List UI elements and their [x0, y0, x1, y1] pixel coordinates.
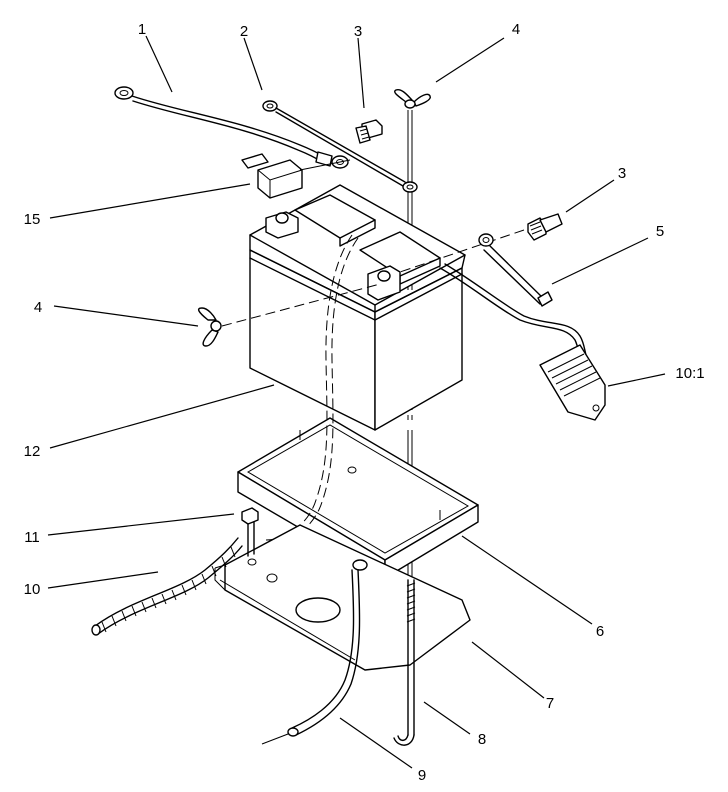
callout-9: 9	[418, 767, 426, 784]
callout-4-left: 4	[34, 299, 42, 316]
part-1-battery-cable	[114, 86, 349, 169]
callout-10-1: 10:1	[675, 365, 704, 382]
part-5-cable	[478, 233, 553, 307]
part-11-bolt	[241, 507, 259, 557]
part-3-bolt-right	[399, 213, 563, 273]
callout-10: 10	[24, 581, 41, 598]
cable-routing-dashed	[265, 234, 359, 547]
callout-3-top: 3	[354, 23, 362, 40]
callout-2: 2	[240, 23, 248, 40]
callout-5: 5	[656, 223, 664, 240]
part-9-hose	[261, 569, 361, 745]
callout-3-right: 3	[618, 165, 626, 182]
part-12-battery	[249, 184, 466, 431]
callout-7: 7	[546, 695, 554, 712]
part-10-1-fuse-holder	[439, 263, 606, 421]
callout-1: 1	[138, 21, 146, 38]
part-7-mounting-plate	[214, 524, 471, 671]
callout-6: 6	[596, 623, 604, 640]
part-3-bolt-top	[355, 119, 383, 144]
callout-12: 12	[24, 443, 41, 460]
part-4-wing-nut-top	[394, 88, 431, 109]
part-4-wing-nut-left	[197, 283, 381, 347]
part-2-hold-down-rod	[262, 100, 418, 193]
part-10-spiral-wrap	[91, 537, 243, 636]
part-8-j-bolt	[393, 579, 416, 746]
callout-11: 11	[24, 529, 40, 546]
callout-8: 8	[478, 731, 486, 748]
callout-15: 15	[24, 211, 41, 228]
leader-lines	[47, 35, 666, 769]
callout-labels: 1 2 3 4 3 5 15 4 10:1 12 11 10 6 7 8 9	[24, 21, 705, 784]
part-15-terminal-boot	[241, 153, 351, 199]
callout-4-top: 4	[512, 21, 520, 38]
